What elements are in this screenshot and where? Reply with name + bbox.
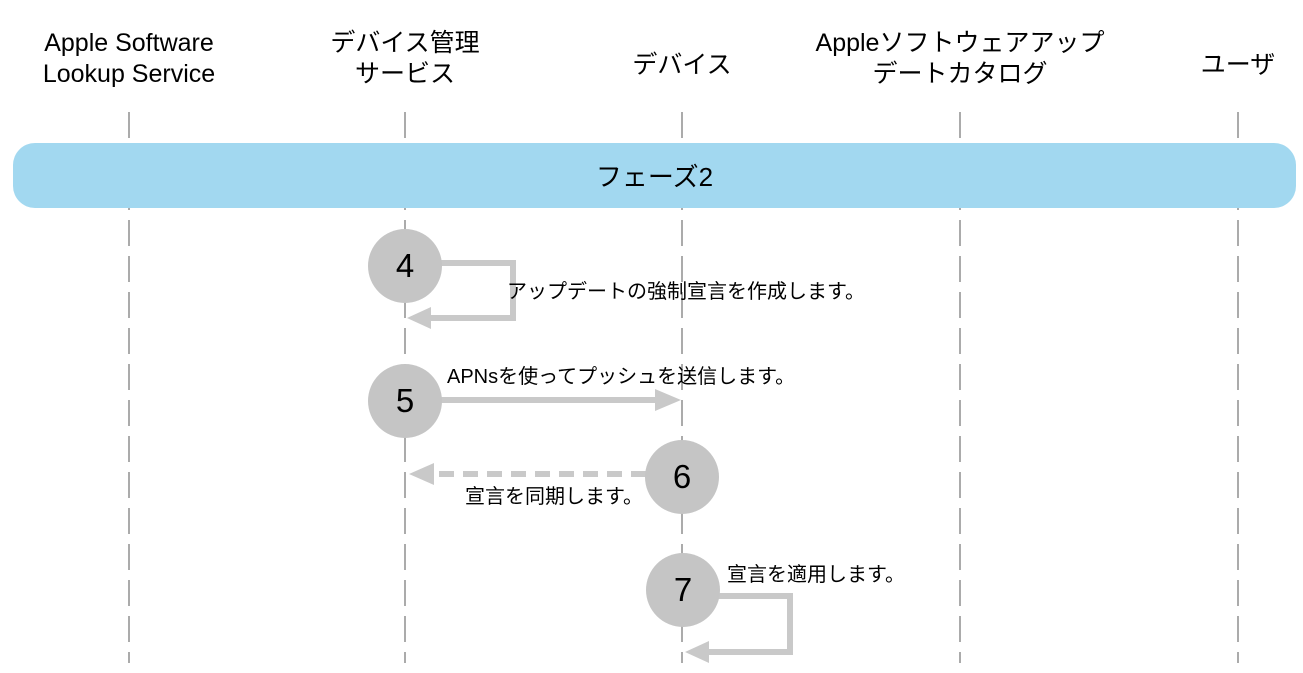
actor-apple-software-lookup-service: Apple Software Lookup Service	[0, 22, 289, 96]
step-4-arrowhead-icon	[407, 307, 431, 329]
step-5-number: 5	[395, 382, 415, 419]
step-6-dashed-arrow	[409, 463, 670, 485]
phase-banner-label: フェーズ2	[595, 162, 714, 192]
step-5-arrowhead-icon	[655, 389, 681, 411]
actor-device-management-service: デバイス管理 サービス	[245, 22, 565, 96]
step-4-number: 4	[395, 247, 415, 284]
step-7-label: 宣言を適用します。	[727, 564, 905, 586]
step-7-loop-line	[683, 593, 793, 655]
step-4-loop-line	[405, 260, 516, 321]
step-7-badge: 7	[646, 553, 720, 627]
phase-banner: フェーズ2	[13, 143, 1296, 208]
step-4-label: アップデートの強制宣言を作成します。	[507, 281, 865, 303]
step-7-self-loop-arrow	[683, 593, 793, 663]
step-5-badge: 5	[368, 364, 442, 438]
actor-label: Apple Software Lookup Service	[42, 29, 216, 88]
step-4-self-loop-arrow	[405, 260, 516, 329]
step-5-solid-arrow	[405, 389, 681, 411]
step-7-arrowhead-icon	[685, 641, 709, 663]
actor-label: ユーザ	[1200, 50, 1276, 79]
step-6-arrowhead-icon	[409, 463, 434, 485]
step-6-label: 宣言を同期します。	[465, 486, 643, 508]
step-6-number: 6	[672, 458, 692, 495]
step-6-badge: 6	[645, 440, 719, 514]
step-4-badge: 4	[368, 229, 442, 303]
actor-label: デバイス管理 サービス	[330, 29, 480, 88]
step-5-label: APNsを使ってプッシュを送信します。	[447, 366, 796, 388]
actor-device: デバイス	[522, 22, 842, 96]
actor-user: ユーザ	[1078, 22, 1303, 96]
actor-apple-software-update-catalog: Appleソフトウェアアップ デートカタログ	[800, 22, 1120, 96]
actor-label: デバイス	[632, 50, 732, 79]
actor-label: Appleソフトウェアアップ デートカタログ	[815, 29, 1105, 88]
step-7-number: 7	[673, 571, 693, 608]
